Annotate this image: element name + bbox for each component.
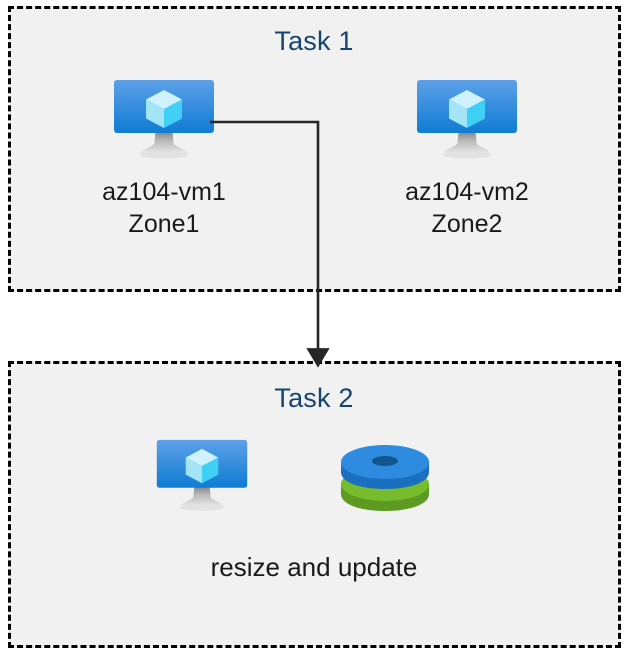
node-az104-vm2[interactable]: az104-vm2 Zone2 (345, 78, 589, 240)
managed-disks-icon (341, 445, 429, 511)
node-caption-vm1: az104-vm1 Zone1 (102, 178, 226, 238)
node-managed-disks[interactable] (325, 440, 445, 516)
task2-caption: resize and update (210, 552, 418, 582)
node-az104-vm1[interactable]: az104-vm1 Zone1 (42, 78, 286, 240)
virtual-machine-icon (156, 439, 248, 511)
node-caption-vm2: az104-vm2 Zone2 (405, 178, 529, 238)
task2-container (8, 361, 621, 648)
virtual-machine-icon (114, 80, 214, 159)
virtual-machine-icon (417, 80, 517, 159)
node-task2-vm[interactable] (112, 438, 292, 514)
task1-title: Task 1 (274, 26, 354, 56)
task2-title: Task 2 (274, 383, 354, 413)
